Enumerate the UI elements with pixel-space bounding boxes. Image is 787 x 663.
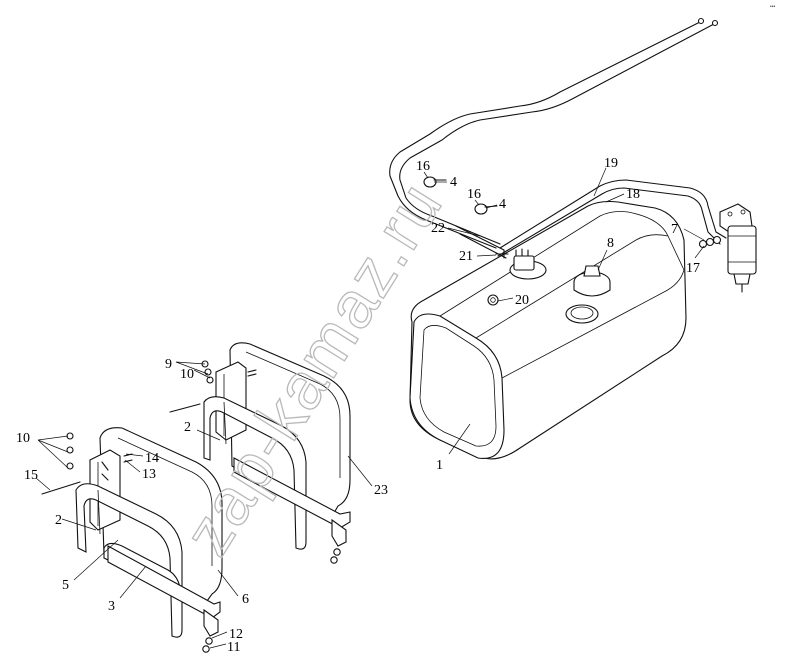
label-part-10-rear: 10	[180, 367, 194, 382]
label-part-12: 12	[229, 627, 243, 642]
label-part-11: 11	[227, 640, 240, 655]
leader-lines	[35, 167, 705, 649]
label-part-16-lower: 16	[467, 187, 481, 202]
label-part-13: 13	[142, 467, 156, 482]
label-part-20: 20	[515, 293, 529, 308]
label-part-6: 6	[242, 592, 249, 607]
label-part-8: 8	[607, 236, 614, 251]
label-part-2-front: 2	[55, 513, 62, 528]
rear-bracket-assembly	[169, 342, 351, 564]
label-part-2-rear: 2	[184, 420, 191, 435]
label-part-10-front: 10	[16, 431, 30, 446]
front-bracket-assembly	[41, 427, 223, 653]
label-part-1: 1	[436, 458, 443, 473]
label-part-3: 3	[108, 599, 115, 614]
fuel-filter	[698, 203, 757, 293]
label-part-18: 18	[626, 187, 640, 202]
label-part-14: 14	[145, 451, 159, 466]
label-part-9: 9	[165, 357, 172, 372]
label-part-15: 15	[24, 468, 38, 483]
label-part-16-upper: 16	[416, 159, 430, 174]
label-part-23: 23	[374, 483, 388, 498]
label-part-21: 21	[459, 249, 473, 264]
banjo-fitting-17	[698, 235, 722, 249]
corner-mark: •••	[770, 4, 776, 10]
label-part-19: 19	[604, 156, 618, 171]
label-part-7: 7	[671, 222, 678, 237]
label-part-22: 22	[431, 221, 445, 236]
clamp-lower	[474, 203, 498, 215]
part-labels: 1 2 2 3 4 4 5 6 7 8 9 10 10 11 12 13 14 …	[16, 156, 700, 655]
fitting-21	[495, 249, 509, 259]
label-part-4-lower: 4	[499, 197, 506, 212]
filler-cap	[573, 265, 611, 297]
label-part-17: 17	[686, 261, 700, 276]
fuel-tank	[409, 200, 687, 460]
label-part-4-upper: 4	[450, 175, 457, 190]
label-part-5: 5	[62, 578, 69, 593]
